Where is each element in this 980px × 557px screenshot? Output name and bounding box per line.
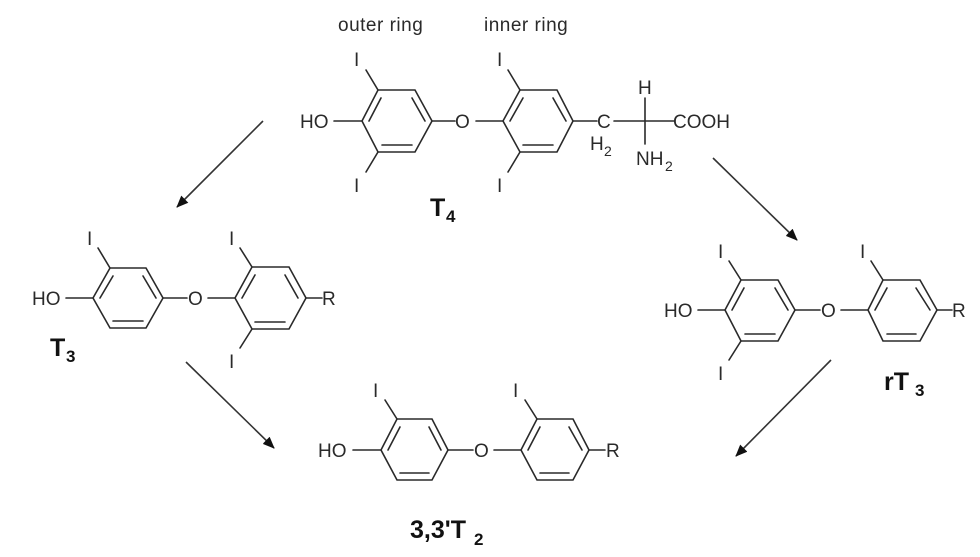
rt3-label: rT [884,368,909,396]
t3-label: T [50,334,65,362]
arrow-t4-to-rt3 [712,157,798,241]
t2-iodine-3: I [373,381,378,402]
t2-ether-oxygen: O [474,441,489,462]
t3-outer-ring [92,267,164,329]
t4-outer-ring [361,89,433,153]
t2-outer-ring [380,418,449,481]
t4-iodine-5: I [354,176,359,197]
t4-label: T [430,194,445,222]
t2-label: 3,3'T [410,516,466,544]
rt3-iodine-3prime: I [860,242,865,263]
t4-label-sub: 4 [446,207,456,226]
rt3-label-sub: 3 [915,381,924,400]
inner-ring-caption: inner ring [484,15,568,36]
compound-rt3: I I HO O I R rT 3 [664,242,966,400]
rt3-iodine-5: I [718,364,723,385]
t4-ether-oxygen: O [455,112,470,133]
rt3-hydroxyl: HO [664,301,693,322]
outer-ring-caption: outer ring [338,15,423,36]
t4-amine: NH [636,149,663,170]
compound-t4: I I HO O I I C H 2 H NH 2 COOH T 4 [300,50,730,226]
t2-residue: R [606,441,620,462]
t4-amine-sub: 2 [665,158,673,174]
t4-iodine-5prime: I [497,176,502,197]
t2-iodine-3prime: I [513,381,518,402]
t4-alpha-h: H [638,78,652,99]
t2-label-sub: 2 [474,530,483,549]
t4-carboxyl: COOH [673,112,730,133]
compound-t3: I HO O I I R T 3 [32,229,336,373]
arrow-rt3-to-t2 [735,359,832,457]
t3-ether-oxygen: O [188,289,203,310]
rt3-outer-ring [724,279,796,342]
t3-iodine-5prime: I [229,352,234,373]
rt3-ether-oxygen: O [821,301,836,322]
t2-hydroxyl: HO [318,441,347,462]
t4-methylene-h: H [590,134,604,155]
t3-iodine-3prime: I [229,229,234,250]
t4-inner-ring [502,89,574,153]
t2-inner-ring [520,418,590,481]
t3-hydroxyl: HO [32,289,61,310]
t3-inner-ring [234,266,307,330]
t4-iodine-3prime: I [497,50,502,71]
t4-methylene-sub: 2 [604,143,612,159]
t3-iodine-3: I [87,229,92,250]
rt3-iodine-3: I [718,242,723,263]
arrow-t4-to-t3 [176,120,264,208]
t4-hydroxyl: HO [300,112,329,133]
arrow-t3-to-t2 [185,361,275,449]
t4-methylene-carbon: C [597,112,611,133]
t3-label-sub: 3 [66,347,75,366]
rt3-inner-ring [867,279,938,342]
compound-t2: I HO O I R 3,3'T 2 [318,381,620,549]
rt3-residue: R [952,301,966,322]
t3-residue: R [322,289,336,310]
t4-iodine-3: I [354,50,359,71]
